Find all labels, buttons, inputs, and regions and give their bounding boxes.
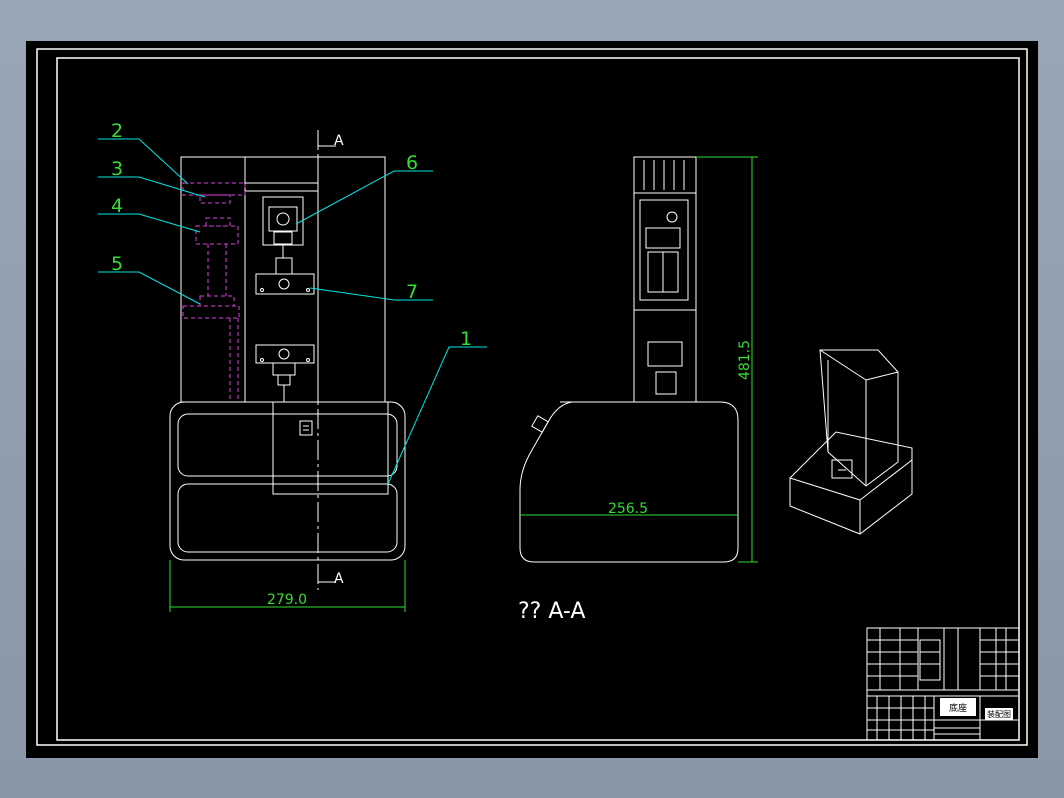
- callout-2: 2: [111, 120, 123, 142]
- outer-border: [36, 48, 1028, 746]
- callout-7: 7: [406, 281, 418, 303]
- inner-border: [56, 57, 1020, 741]
- leader-lines: [98, 138, 487, 485]
- front-view: [169, 130, 406, 590]
- callout-numbers: 2 3 4 5 6 7 1: [111, 120, 472, 350]
- title-block: [866, 627, 1020, 741]
- dimension-side-width-value: 256.5: [608, 501, 648, 517]
- isometric-view: [789, 349, 913, 535]
- section-cut-label-bottom: A: [334, 571, 344, 587]
- dimension-front-width: [169, 560, 406, 612]
- title-block-tag-main: 底座: [949, 702, 967, 714]
- callout-3: 3: [111, 158, 123, 180]
- dimension-front-width-value: 279.0: [267, 592, 307, 608]
- callout-6: 6: [406, 152, 418, 174]
- callout-4: 4: [111, 195, 123, 217]
- title-block-tag-main-bg: [940, 698, 976, 716]
- dimension-side-height-value: 481.5: [737, 340, 753, 380]
- callout-1: 1: [460, 328, 472, 350]
- title-block-tag-right-bg: [985, 708, 1013, 720]
- hidden-lines: [182, 182, 246, 402]
- callout-5: 5: [111, 253, 123, 275]
- title-block-tag-right: 装配图: [987, 709, 1011, 719]
- drawing-sheet: [26, 41, 1038, 758]
- section-cut-label-top: A: [334, 133, 344, 149]
- dimension-side: [520, 156, 758, 563]
- section-view-title: ?? A-A: [518, 599, 585, 624]
